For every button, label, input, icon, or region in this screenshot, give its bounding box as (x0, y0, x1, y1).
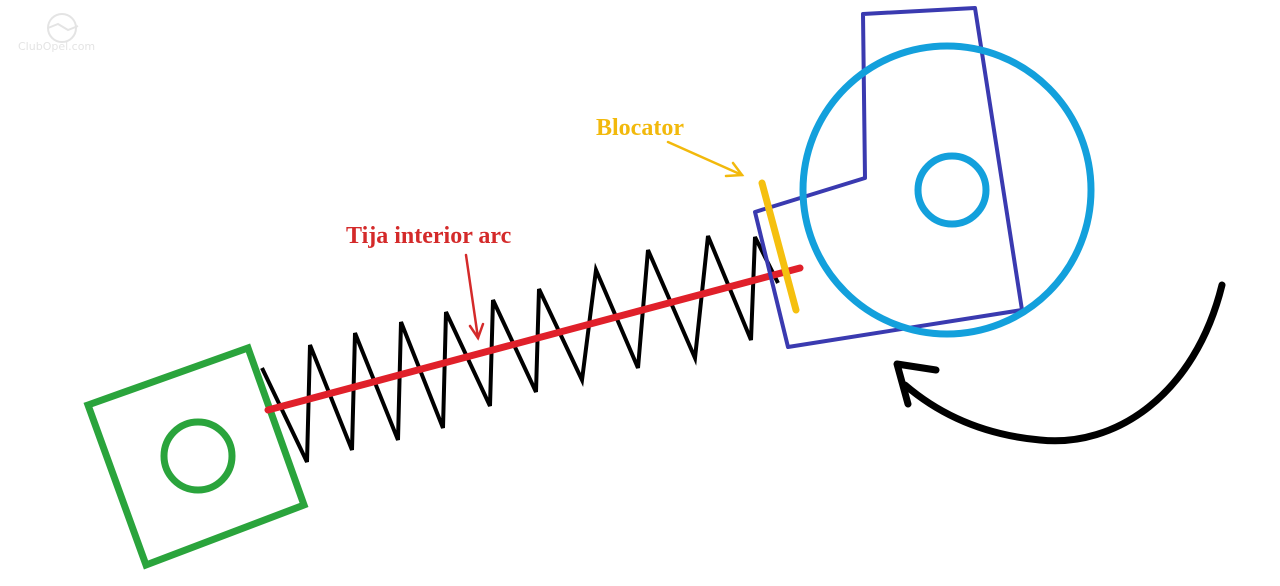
rod-label: Tija interior arc (346, 223, 512, 249)
blocker-label: Blocator (596, 115, 684, 141)
rod (264, 264, 804, 414)
spring (260, 235, 780, 463)
curved-arrow-counterclockwise-icon (893, 281, 1226, 445)
rotation-arrow-head (893, 360, 940, 408)
watermark: ClubOpel.com (18, 13, 95, 53)
cam-plate (753, 6, 1024, 349)
blocker (758, 179, 800, 314)
wheel-hub (914, 152, 990, 228)
rod-annotation: Tija interior arc (346, 223, 512, 341)
anchor-block (83, 343, 309, 570)
blocker-pointer-arrow (666, 140, 745, 178)
blocker-annotation: Blocator (596, 115, 745, 178)
clubopel-logo-icon (47, 13, 79, 43)
wheel (799, 42, 1095, 338)
anchor-square (83, 343, 309, 570)
watermark-text: ClubOpel.com (18, 40, 95, 53)
wheel-outer (799, 42, 1095, 338)
rod-pointer-arrow (464, 253, 485, 341)
rotation-arrow-arc (901, 281, 1226, 445)
anchor-hole (160, 418, 236, 494)
